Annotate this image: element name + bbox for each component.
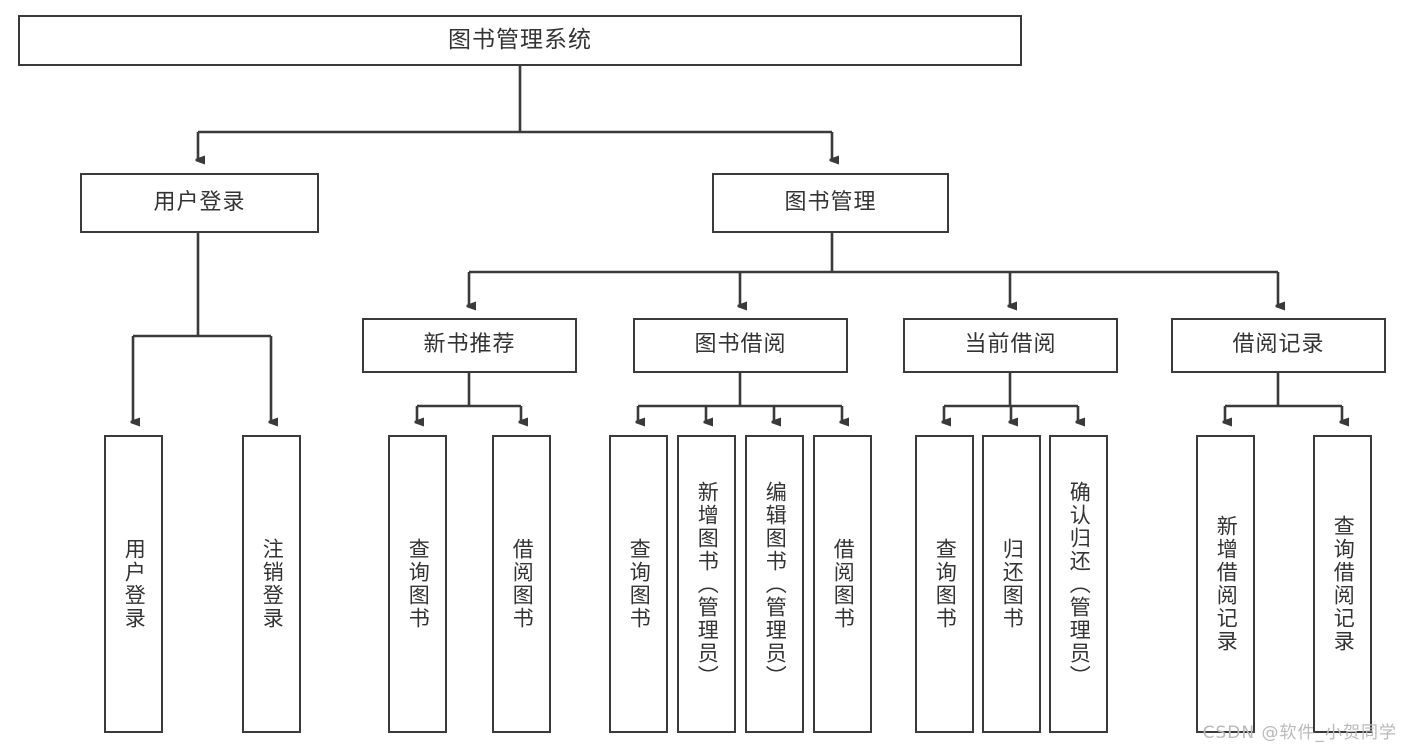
leaf-current-query-books[interactable]: 查询图书 — [915, 435, 974, 733]
node-label: 用户登录 — [122, 538, 147, 630]
leaf-newbook-borrow-books[interactable]: 借阅图书 — [492, 435, 551, 733]
node-label: 新增借阅记录 — [1214, 515, 1239, 653]
node-book-management[interactable]: 图书管理 — [712, 173, 949, 233]
node-label: 借阅图书 — [831, 538, 856, 630]
node-book-borrow[interactable]: 图书借阅 — [633, 318, 848, 373]
node-label: 新增图书（管理员） — [695, 480, 720, 688]
node-label: 查询图书 — [933, 538, 958, 630]
leaf-borrow-edit-book-admin[interactable]: 编辑图书（管理员） — [745, 435, 804, 733]
node-new-book-recommend[interactable]: 新书推荐 — [362, 318, 577, 373]
node-label: 当前借阅 — [964, 332, 1057, 358]
node-label: 借阅记录 — [1232, 332, 1325, 358]
leaf-current-return-books[interactable]: 归还图书 — [982, 435, 1041, 733]
node-label: 注销登录 — [260, 538, 285, 630]
leaf-records-query-record[interactable]: 查询借阅记录 — [1313, 435, 1372, 733]
leaf-borrow-borrow-books[interactable]: 借阅图书 — [813, 435, 872, 733]
node-label: 图书管理系统 — [448, 26, 592, 53]
node-label: 借阅图书 — [510, 538, 535, 630]
node-label: 新书推荐 — [423, 332, 516, 358]
csdn-watermark: CSDN @软件_小贺同学 — [1202, 723, 1397, 743]
leaf-current-confirm-return-admin[interactable]: 确认归还（管理员） — [1049, 435, 1108, 733]
node-user-login[interactable]: 用户登录 — [80, 173, 319, 233]
node-label: 图书管理 — [784, 189, 877, 215]
node-label: 图书借阅 — [694, 332, 787, 358]
leaf-newbook-query-books[interactable]: 查询图书 — [388, 435, 447, 733]
node-label: 确认归还（管理员） — [1067, 480, 1092, 688]
node-label: 用户登录 — [153, 189, 246, 215]
node-label: 编辑图书（管理员） — [763, 480, 788, 688]
node-root-library-system[interactable]: 图书管理系统 — [18, 15, 1022, 66]
node-borrow-records[interactable]: 借阅记录 — [1171, 318, 1386, 373]
leaf-borrow-query-books[interactable]: 查询图书 — [609, 435, 668, 733]
node-label: 归还图书 — [1000, 538, 1025, 630]
leaf-borrow-add-book-admin[interactable]: 新增图书（管理员） — [677, 435, 736, 733]
leaf-user-login[interactable]: 用户登录 — [104, 435, 163, 733]
node-label: 查询借阅记录 — [1331, 515, 1356, 653]
node-current-borrow[interactable]: 当前借阅 — [903, 318, 1118, 373]
leaf-logout[interactable]: 注销登录 — [242, 435, 301, 733]
leaf-records-add-record[interactable]: 新增借阅记录 — [1196, 435, 1255, 733]
node-label: 查询图书 — [406, 538, 431, 630]
node-label: 查询图书 — [627, 538, 652, 630]
